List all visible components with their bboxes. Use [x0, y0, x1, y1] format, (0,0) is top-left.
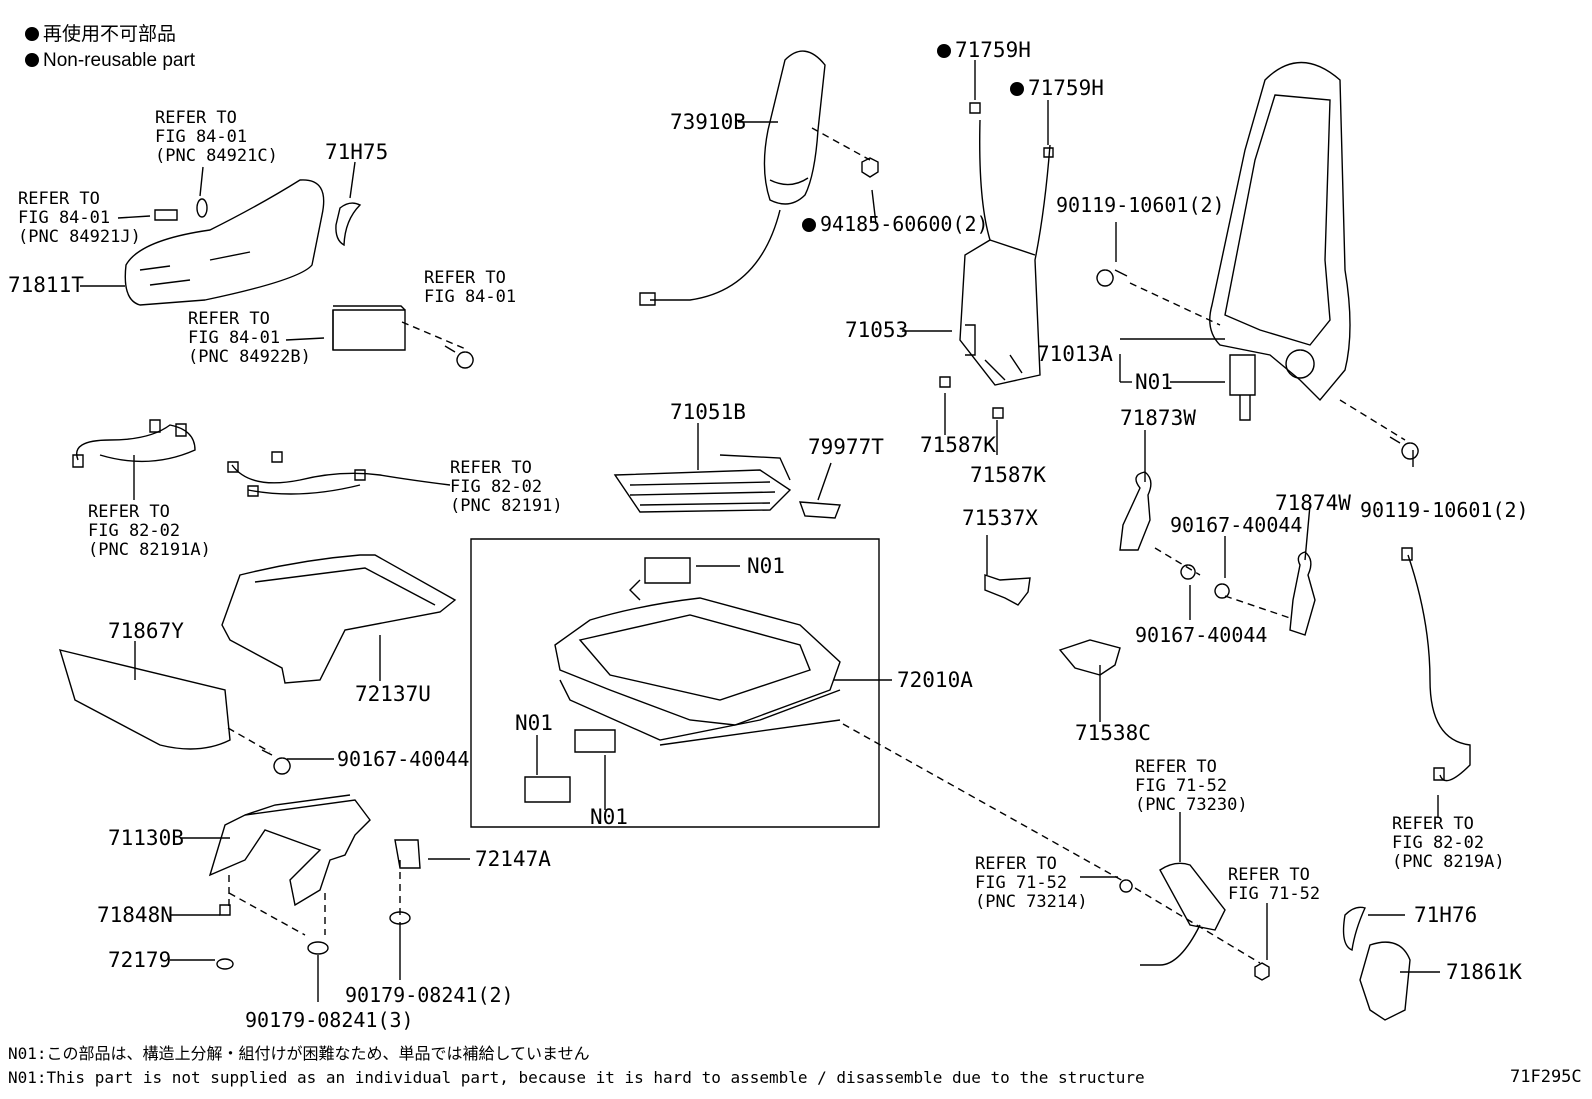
part-label-71537X[interactable]: 71537X [962, 506, 1038, 530]
part-73910B-sketch [640, 51, 878, 305]
part-label-N01-track-bottom[interactable]: N01 [590, 805, 628, 829]
refer-73214[interactable]: REFER TO FIG 71-52 (PNC 73214) [975, 854, 1088, 912]
part-label-71759H-2[interactable]: 71759H [1010, 78, 1104, 99]
refer-82191A[interactable]: REFER TO FIG 82-02 (PNC 82191A) [88, 502, 211, 560]
part-71051B-sketch [615, 455, 840, 518]
part-label-90167-40044-a[interactable]: 90167-40044 [1170, 513, 1303, 537]
part-71053-sketch [940, 103, 1053, 418]
refer-84921C[interactable]: REFER TO FIG 84-01 (PNC 84921C) [155, 108, 278, 166]
part-label-71811T[interactable]: 71811T [8, 273, 84, 297]
note-N01-en: N01:This part is not supplied as an indi… [8, 1068, 1145, 1087]
part-label-71H75[interactable]: 71H75 [325, 140, 389, 164]
part-label-90179-08241-2[interactable]: 90179-08241(2) [345, 983, 514, 1007]
wire-harness-sketch [73, 420, 450, 500]
legend-jp-text: 再使用不可部品 [43, 24, 177, 45]
part-label-71861K[interactable]: 71861K [1446, 960, 1522, 984]
leader-lines [80, 60, 1440, 1002]
part-72010A-sketch [525, 558, 840, 802]
non-reusable-dot-icon [25, 27, 39, 41]
part-label-94185-60600[interactable]: 94185-60600(2) [802, 214, 989, 234]
refer-84-01[interactable]: REFER TO FIG 84-01 [424, 268, 517, 307]
part-label-90119-10601-top[interactable]: 90119-10601(2) [1056, 193, 1225, 217]
part-71811T-sketch [125, 180, 473, 368]
part-label-71538C[interactable]: 71538C [1075, 721, 1151, 745]
part-label-71051B[interactable]: 71051B [670, 400, 746, 424]
cover-sketches [1344, 907, 1410, 1020]
part-label-79977T[interactable]: 79977T [808, 435, 884, 459]
part-label-71848N[interactable]: 71848N [97, 903, 173, 927]
note-N01-jp: N01:この部品は、構造上分解・組付けが困難なため、単品では補給していません [8, 1044, 590, 1063]
part-label-72010A[interactable]: 72010A [897, 668, 973, 692]
part-label-73910B[interactable]: 73910B [670, 110, 746, 134]
legend-en-text: Non-reusable part [43, 50, 196, 71]
part-label-90179-08241-3[interactable]: 90179-08241(3) [245, 1008, 414, 1032]
non-reusable-dot-icon [1010, 82, 1024, 96]
refer-8219A[interactable]: REFER TO FIG 82-02 (PNC 8219A) [1392, 814, 1505, 872]
refer-84921J[interactable]: REFER TO FIG 84-01 (PNC 84921J) [18, 189, 141, 247]
part-label-71130B[interactable]: 71130B [108, 826, 184, 850]
part-71130B-sketch [210, 795, 420, 969]
seat-belt-buckle-sketch [1120, 548, 1470, 980]
part-label-N01-track-top[interactable]: N01 [747, 554, 785, 578]
part-71013A-sketch [1097, 63, 1418, 459]
part-label-72179[interactable]: 72179 [108, 948, 172, 972]
part-label-71053[interactable]: 71053 [845, 318, 909, 342]
part-label-71587K-2[interactable]: 71587K [970, 463, 1046, 487]
part-label-71874W[interactable]: 71874W [1275, 491, 1351, 515]
legend: 再使用不可部品 Non-reusable part [25, 22, 195, 74]
part-label-N01-seatback[interactable]: N01 [1135, 370, 1173, 394]
part-label-90119-10601-bottom[interactable]: 90119-10601(2) [1360, 498, 1529, 522]
refer-84922B[interactable]: REFER TO FIG 84-01 (PNC 84922B) [188, 309, 311, 367]
refer-73230[interactable]: REFER TO FIG 71-52 (PNC 73230) [1135, 757, 1248, 815]
dashed-lines [228, 128, 1405, 963]
refer-71-52[interactable]: REFER TO FIG 71-52 [1228, 865, 1321, 904]
part-label-71013A[interactable]: 71013A [1037, 342, 1113, 366]
figure-code: 71F295C [1510, 1067, 1582, 1087]
refer-82191[interactable]: REFER TO FIG 82-02 (PNC 82191) [450, 458, 563, 516]
part-label-71587K-1[interactable]: 71587K [920, 433, 996, 457]
part-label-72137U[interactable]: 72137U [355, 682, 431, 706]
seat-track-inset-box [471, 539, 879, 827]
part-label-N01-track-left[interactable]: N01 [515, 711, 553, 735]
part-label-71759H-1[interactable]: 71759H [937, 40, 1031, 61]
non-reusable-dot-icon [937, 44, 951, 58]
part-label-71867Y[interactable]: 71867Y [108, 619, 184, 643]
non-reusable-dot-icon [802, 218, 816, 232]
non-reusable-dot-icon [25, 53, 39, 67]
legend-jp-row: 再使用不可部品 [25, 22, 195, 48]
part-label-90167-40044-b[interactable]: 90167-40044 [1135, 623, 1268, 647]
legend-en-row: Non-reusable part [25, 48, 195, 74]
part-72137U-71867Y-sketch [60, 555, 455, 774]
small-bracket-sketches [985, 472, 1315, 675]
part-label-71873W[interactable]: 71873W [1120, 406, 1196, 430]
part-label-90167-40044-c[interactable]: 90167-40044 [337, 747, 470, 771]
part-label-72147A[interactable]: 72147A [475, 847, 551, 871]
part-label-71H76[interactable]: 71H76 [1414, 903, 1478, 927]
